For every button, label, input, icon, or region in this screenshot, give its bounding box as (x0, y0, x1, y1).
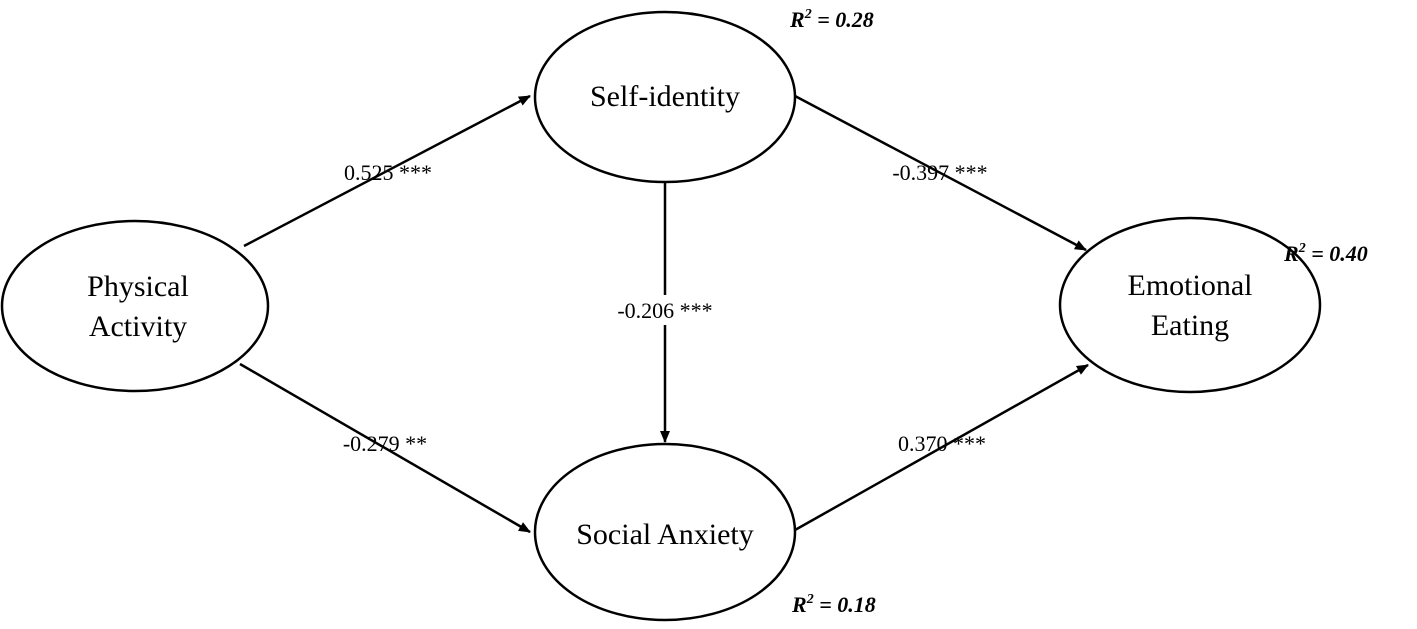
edge-label-si-to-ee: -0.397 *** (892, 160, 987, 185)
node-self-identity: Self-identity (533, 10, 797, 184)
edge-pa-to-sa (239, 362, 531, 534)
node-physical-activity-line1: Physical (87, 270, 189, 303)
node-emotional-eating-line1: Emotional (1128, 269, 1253, 302)
node-social-anxiety: Social Anxiety (533, 442, 797, 622)
edge-sa-to-ee (794, 363, 1089, 532)
r2-self-identity: R2 = 0.28 (789, 7, 874, 32)
edge-pa-to-si (243, 94, 531, 248)
node-self-identity-label: Self-identity (590, 80, 740, 113)
r2-emotional-eating: R2 = 0.40 (1283, 241, 1368, 266)
edge-label-pa-to-si: 0.525 *** (344, 160, 432, 185)
node-emotional-eating: Emotional Eating (1058, 216, 1322, 394)
edge-label-sa-to-ee: 0.370 *** (898, 431, 986, 456)
node-physical-activity: Physical Activity (0, 219, 270, 393)
edge-si-to-ee (794, 94, 1087, 252)
node-emotional-eating-line2: Eating (1151, 309, 1229, 342)
node-physical-activity-line2: Activity (89, 310, 187, 343)
r2-social-anxiety: R2 = 0.18 (791, 592, 876, 617)
edge-label-si-to-sa: -0.206 *** (617, 298, 712, 323)
edge-label-pa-to-sa: -0.279 ** (343, 431, 427, 456)
node-social-anxiety-label: Social Anxiety (576, 518, 753, 551)
